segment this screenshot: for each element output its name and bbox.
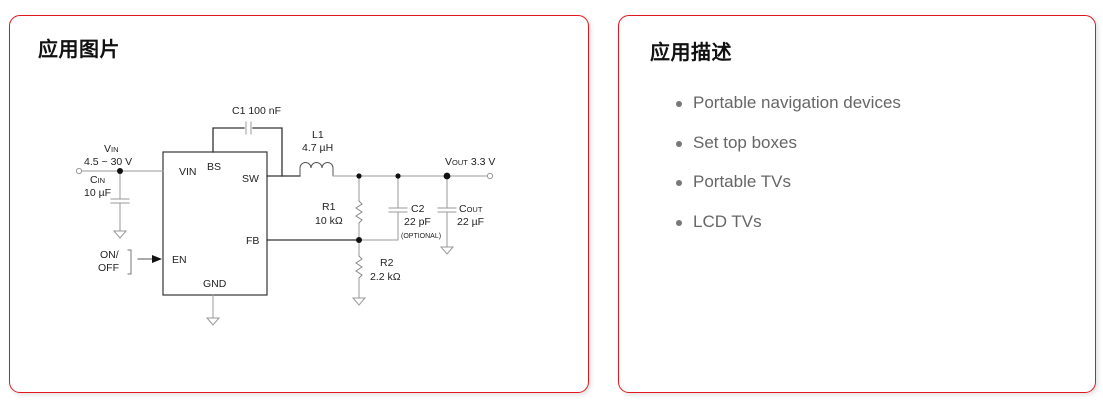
list-item: Portable TVs [673,169,901,209]
list-item: Portable navigation devices [673,90,901,130]
c2-optional-note: (OPTIONAL) [401,233,441,240]
inductor-l1 [299,162,334,177]
en-on-label: ON/ [100,249,119,261]
application-description-title: 应用描述 [650,40,732,64]
l1-label: L1 [312,129,324,141]
ic-box [162,151,268,296]
pin-gnd-label: GND [203,278,227,290]
application-image-card: 应用图片 [9,15,589,393]
vin-label: VIN [104,143,119,155]
cout-value: 22 µF [457,216,484,228]
cout-label: COUT [459,203,483,215]
pin-bs-label: BS [207,161,221,173]
application-image-title: 应用图片 [38,37,120,61]
pin-en-label: EN [172,254,187,266]
list-item: Set top boxes [673,130,901,170]
r1-label: R1 [322,201,336,213]
c2-value: 22 pF [404,216,431,228]
list-item: LCD TVs [673,209,901,249]
c1-label: C1 100 nF [232,105,281,117]
l1-value: 4.7 µH [302,142,333,154]
c2-label: C2 [411,203,425,215]
en-arrow-icon [152,255,162,263]
cin-label: CIN [90,174,105,186]
en-off-label: OFF [98,262,119,274]
cin-value: 10 µF [84,187,111,199]
r2-value: 2.2 kΩ [370,271,401,283]
r2-label: R2 [380,257,394,269]
vout-terminal [486,172,494,180]
circuit-diagram: VIN BS SW FB EN GND VIN 4.5 ~ 30 V CIN 1… [75,105,495,326]
pin-fb-label: FB [246,235,259,247]
application-list: Portable navigation devices Set top boxe… [673,90,901,248]
application-description-card: 应用描述 Portable navigation devices Set top… [618,15,1096,393]
r1-value: 10 kΩ [315,215,343,227]
vin-range: 4.5 ~ 30 V [84,156,132,168]
pin-sw-label: SW [242,173,259,185]
vin-terminal [75,167,83,175]
pin-vin-label: VIN [179,166,197,178]
